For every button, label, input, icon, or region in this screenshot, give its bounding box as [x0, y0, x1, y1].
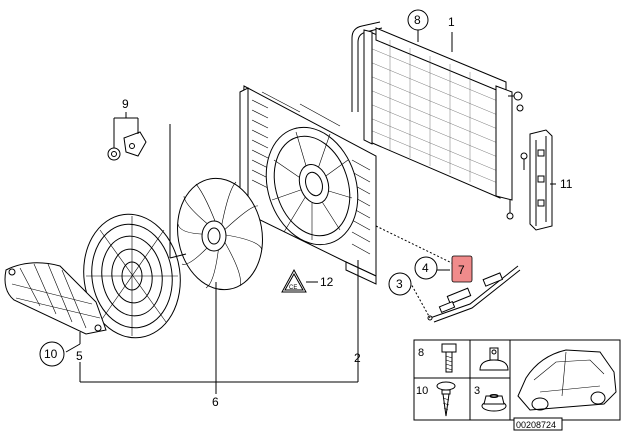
radiator-condenser: [351, 21, 524, 220]
table-row-label-3: 3: [474, 385, 480, 397]
fan-guard-grille: [83, 213, 181, 339]
screw-icon: [436, 381, 456, 417]
table-row-label-1: 8: [418, 347, 424, 359]
diagram-code-label: 00208724: [513, 417, 563, 431]
svg-text:CE: CE: [289, 285, 297, 291]
svg-text:1: 1: [448, 15, 455, 29]
svg-text:7: 7: [458, 263, 465, 277]
callout-8-circle: 8: [407, 9, 429, 31]
svg-text:11: 11: [560, 177, 573, 191]
callout-7-highlight: 7: [451, 255, 473, 283]
svg-text:6: 6: [212, 395, 219, 409]
mounting-clip: [107, 117, 147, 161]
fan-shroud-frame: [239, 85, 377, 285]
callout-11: 11: [560, 177, 573, 191]
flange-nut-icon: [481, 394, 507, 412]
warning-label: CE: [281, 268, 307, 293]
svg-text:8: 8: [414, 13, 421, 27]
svg-text:4: 4: [422, 261, 429, 275]
wiring-harness: [427, 265, 521, 323]
callout-2: 2: [354, 351, 361, 365]
air-duct-cover: [4, 262, 107, 335]
callout-4-circle: 4: [414, 256, 438, 280]
fastener-table: 8 10 3: [413, 339, 621, 421]
callout-1: 1: [448, 15, 455, 29]
svg-text:00208724: 00208724: [516, 420, 556, 430]
rubber-mount-icon: [479, 347, 509, 371]
svg-text:10: 10: [44, 347, 58, 361]
table-row-label-2: 10: [416, 385, 428, 397]
callout-3-circle: 3: [388, 272, 412, 296]
svg-text:9: 9: [122, 97, 129, 111]
svg-text:3: 3: [396, 277, 403, 291]
fan-wheel: [177, 177, 263, 291]
callout-9: 9: [122, 97, 129, 111]
svg-text:2: 2: [354, 351, 361, 365]
svg-text:5: 5: [76, 349, 83, 363]
side-bracket: [520, 129, 553, 231]
callout-10-circle: 10: [39, 341, 65, 367]
callout-6: 6: [212, 395, 219, 409]
callout-12: 12: [320, 275, 334, 289]
callout-5: 5: [76, 349, 83, 363]
svg-text:12: 12: [320, 275, 334, 289]
car-silhouette-icon: [517, 349, 617, 411]
hex-bolt-icon: [441, 343, 457, 373]
